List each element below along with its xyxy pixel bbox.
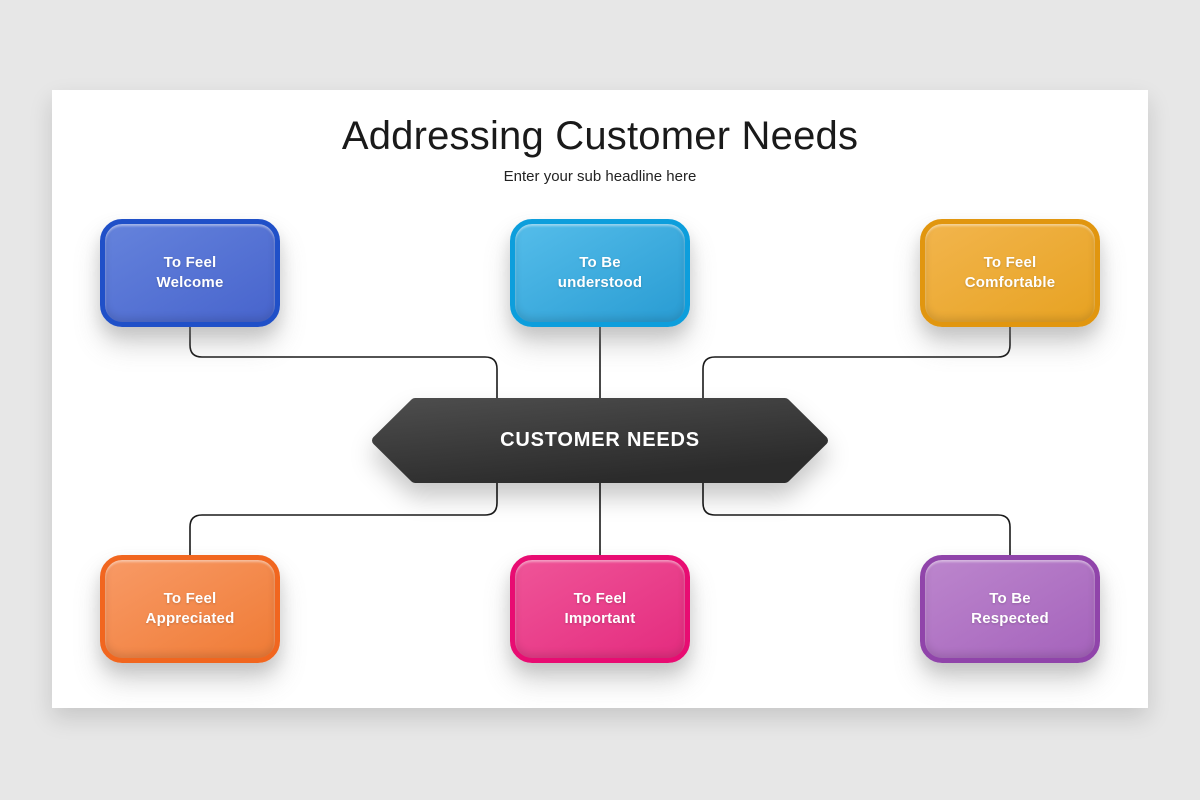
node-to-be-understood: To Be understood (510, 219, 690, 327)
node-to-feel-comfortable: To Feel Comfortable (920, 219, 1100, 327)
connector-bottom-right (702, 483, 1011, 555)
node-label-line1: To Feel (573, 590, 627, 607)
node-label-line2: Welcome (156, 274, 224, 291)
slide-card: Addressing Customer Needs Enter your sub… (52, 90, 1148, 708)
page-subtitle: Enter your sub headline here (503, 168, 697, 185)
node-label-line2: Respected (971, 610, 1049, 627)
node-label-line1: To Be (579, 254, 621, 271)
connector-bottom-left (189, 483, 498, 555)
connector-top-left (189, 327, 498, 398)
node-label-line2: Comfortable (964, 274, 1056, 291)
node-label-line1: To Feel (983, 254, 1037, 271)
page-title: Addressing Customer Needs (341, 114, 859, 158)
node-to-feel-appreciated: To Feel Appreciated (100, 555, 280, 663)
node-label-line1: To Feel (163, 254, 217, 271)
center-node-customer-needs: CUSTOMER NEEDS (371, 398, 829, 483)
connector-top-right (702, 327, 1011, 398)
node-label-line1: To Feel (163, 590, 217, 607)
node-label-line2: understood (557, 274, 643, 291)
center-node-label: CUSTOMER NEEDS (500, 429, 700, 451)
node-label-line2: Appreciated (145, 610, 235, 627)
node-label-line1: To Be (989, 590, 1031, 607)
hexagon-shape (372, 398, 828, 483)
node-to-feel-important: To Feel Important (510, 555, 690, 663)
slide-header: Addressing Customer Needs Enter your sub… (52, 90, 1148, 185)
node-to-be-respected: To Be Respected (920, 555, 1100, 663)
node-to-feel-welcome: To Feel Welcome (100, 219, 280, 327)
node-label-line2: Important (564, 610, 636, 627)
